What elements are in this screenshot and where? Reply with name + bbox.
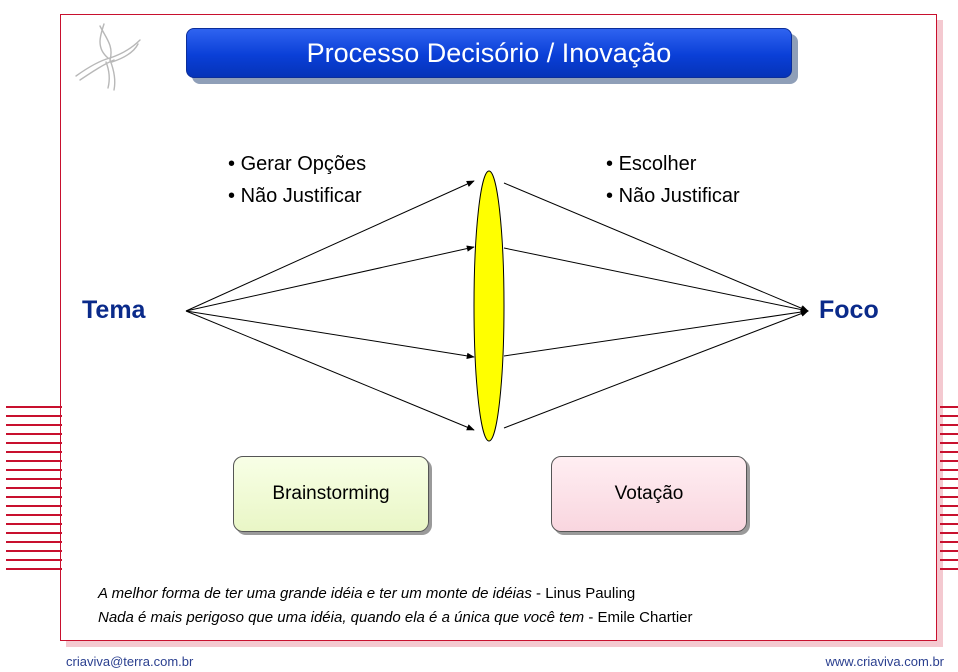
- quote-text: Nada é mais perigoso que uma idéia, quan…: [98, 609, 585, 626]
- left-stripes-decoration: [6, 406, 62, 570]
- arrow-tema-to-lens-3: [185, 310, 475, 360]
- quote-line: A melhor forma de ter uma grande idéia e…: [98, 585, 636, 602]
- bullet-item: Gerar Opções: [228, 148, 367, 180]
- footer-website: www.criaviva.com.br: [825, 654, 944, 669]
- votacao-box: Votação: [551, 456, 747, 532]
- bullet-item: Não Justificar: [228, 180, 366, 212]
- quote-author: Linus Pauling: [545, 585, 636, 602]
- foco-label: Foco: [819, 296, 879, 324]
- quote-line: Nada é mais perigoso que uma idéia, quan…: [98, 609, 693, 626]
- arrow-lens-to-foco-1: [503, 182, 809, 312]
- brainstorming-box: Brainstorming: [233, 456, 429, 532]
- sketch-logo-icon: [75, 23, 141, 91]
- arrow-lens-to-foco-4: [503, 310, 809, 429]
- bullet-item: Escolher: [606, 148, 740, 180]
- converge-bullets: Escolher Não Justificar: [606, 148, 740, 212]
- bullet-item: Não Justificar: [606, 180, 740, 212]
- footer-email: criaviva@terra.com.br: [66, 654, 194, 669]
- quote-text: A melhor forma de ter uma grande idéia e…: [98, 585, 532, 602]
- lens-shape: [473, 170, 505, 442]
- page-title: Processo Decisório / Inovação: [186, 28, 792, 78]
- arrow-lens-to-foco-2: [503, 247, 809, 313]
- quote-author: Emile Chartier: [597, 609, 693, 626]
- arrow-tema-to-lens-2: [185, 245, 475, 312]
- arrow-lens-to-foco-3: [503, 308, 809, 357]
- tema-label: Tema: [82, 296, 146, 324]
- arrow-tema-to-lens-1: [185, 180, 475, 312]
- quotes-block: A melhor forma de ter uma grande idéia e…: [98, 582, 693, 630]
- diverge-bullets: Gerar Opções Não Justificar: [228, 148, 367, 212]
- arrow-tema-to-lens-4: [185, 310, 475, 431]
- right-stripes-decoration: [940, 406, 958, 570]
